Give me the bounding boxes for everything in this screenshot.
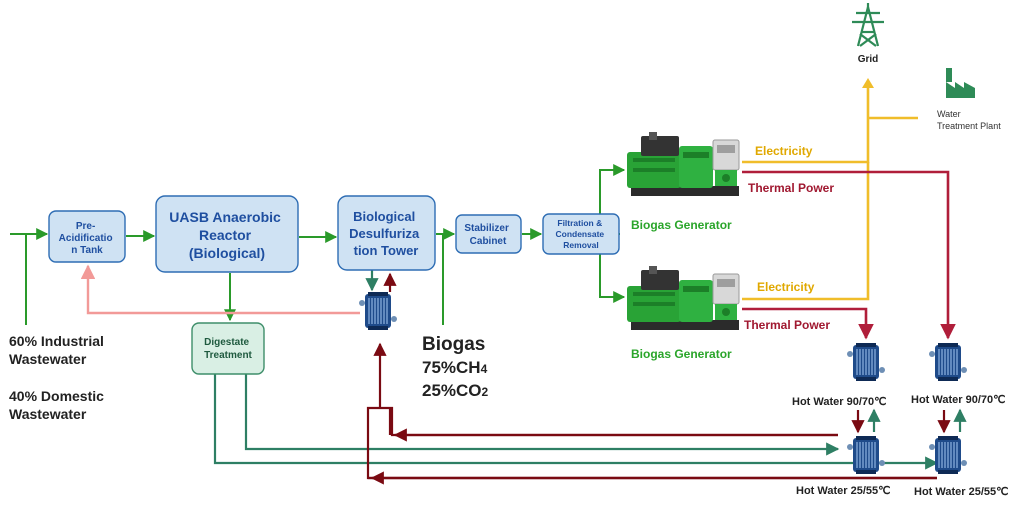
filtration-line-2: Condensate [555, 229, 604, 239]
co2-subscript: 2 [482, 385, 489, 399]
water-plant-line-2: Treatment Plant [937, 121, 1001, 131]
thermal-top-label: Thermal Power [748, 181, 834, 195]
filtration-line-1: Filtration & [557, 218, 602, 228]
uasb-line-2: Reactor [199, 227, 252, 243]
hot-water-return-lines [366, 342, 937, 485]
plate-heat-exchanger-icon [846, 342, 886, 382]
biogas-co2: 25%CO2 [422, 381, 489, 400]
tower-exchanger-loop [365, 270, 397, 292]
digestate-treatment: Digestate Treatment [191, 322, 265, 375]
uasb-line-3: (Biological) [189, 245, 265, 261]
pre-acidification-tank: Pre- Acidificatio n Tank [48, 210, 126, 263]
industrial-line-2: Wastewater [9, 351, 87, 367]
plate-heat-exchanger-icon [358, 291, 398, 331]
digestate-flow-lines [213, 374, 939, 470]
electricity-lines [742, 78, 918, 301]
factory-icon [946, 68, 975, 98]
biogas-generator-top: Biogas Generator [626, 131, 740, 232]
stabilizer-cabinet: Stabilizer Cabinet [455, 214, 522, 254]
generator-set-icon [626, 131, 740, 197]
ch4-text: 75%CH [422, 358, 481, 377]
plate-heat-exchanger-icon [846, 435, 886, 475]
electricity-bottom-label: Electricity [757, 280, 815, 294]
desulf-line-2: Desulfuriza [349, 226, 420, 241]
transmission-tower-icon [852, 3, 884, 47]
desulf-line-1: Biological [353, 209, 415, 224]
digestate-line-2: Treatment [204, 350, 252, 361]
svg-text:UASB Anaerobic Reactor: UASB Anaerobic Reactor (Biological) [169, 209, 284, 261]
hot-water-2555-left: Hot Water 25/55℃ [796, 485, 890, 497]
digestate-line-1: Digestate [204, 337, 249, 348]
pre-acid-line-2: Acidificatio [59, 233, 113, 244]
sludge-return-line [80, 264, 360, 315]
pre-acid-line-3: n Tank [71, 245, 103, 256]
industrial-line-1: 60% Industrial [9, 333, 104, 349]
thermal-bottom-label: Thermal Power [744, 318, 830, 332]
svg-text:Digestate Treatment: Digestate Treatment [204, 337, 252, 361]
hot-water-9070-right: Hot Water 90/70℃ [911, 394, 1005, 406]
hot-water-2555-right: Hot Water 25/55℃ [914, 486, 1008, 498]
generator-bottom-label: Biogas Generator [631, 347, 732, 361]
generator-set-icon [626, 265, 740, 331]
desulfurization-tower: Biological Desulfuriza tion Tower [337, 195, 436, 271]
biogas-composition: Biogas 75%CH4 25%CO2 [422, 334, 489, 400]
svg-text:Water Treatment Plant: Water Treatment Plant [937, 109, 1001, 131]
pre-acid-line-1: Pre- [76, 221, 95, 232]
filtration-condensate-removal: Filtration & Condensate Removal [542, 213, 620, 255]
domestic-line-2: Wastewater [9, 406, 87, 422]
domestic-line-1: 40% Domestic [9, 388, 104, 404]
biogas-ch4: 75%CH4 [422, 358, 488, 377]
water-plant-line-1: Water [937, 109, 961, 119]
co2-text: 25%CO [422, 381, 482, 400]
uasb-reactor: UASB Anaerobic Reactor (Biological) [155, 195, 299, 273]
plate-heat-exchanger-icon [928, 435, 968, 475]
svg-text:60% Industrial Wastewate: 60% Industrial Wastewater [9, 333, 108, 367]
exchanger-connectors [851, 408, 967, 434]
svg-text:Filtration & Condensate: Filtration & Condensate Removal [555, 218, 606, 250]
desulf-line-3: tion Tower [354, 243, 419, 258]
hot-water-9070-left: Hot Water 90/70℃ [792, 396, 886, 408]
svg-text:Biological Desulfuriza: Biological Desulfuriza tion Tower [349, 209, 423, 258]
biogas-title: Biogas [422, 334, 485, 355]
svg-text:Pre- Acidificatio: Pre- Acidificatio n Tank [59, 221, 116, 256]
thermal-power-lines [742, 170, 956, 340]
svg-text:Stabilizer Cabinet: Stabilizer Cabinet [464, 223, 511, 247]
biogas-generator-bottom: Biogas Generator [626, 265, 740, 361]
filtration-line-3: Removal [563, 240, 598, 250]
stabilizer-line-2: Cabinet [470, 236, 507, 247]
ch4-subscript: 4 [481, 362, 488, 376]
wastewater-inputs: 60% Industrial Wastewater 40% Domestic W… [9, 333, 108, 422]
plate-heat-exchanger-icon [928, 342, 968, 382]
electricity-top-label: Electricity [755, 144, 813, 158]
grid-label: Grid [858, 54, 879, 65]
svg-text:40% Domestic Wastewater: 40% Domestic Wastewater [9, 388, 108, 422]
generator-top-label: Biogas Generator [631, 218, 732, 232]
stabilizer-line-1: Stabilizer [464, 223, 509, 234]
uasb-line-1: UASB Anaerobic [169, 209, 281, 225]
